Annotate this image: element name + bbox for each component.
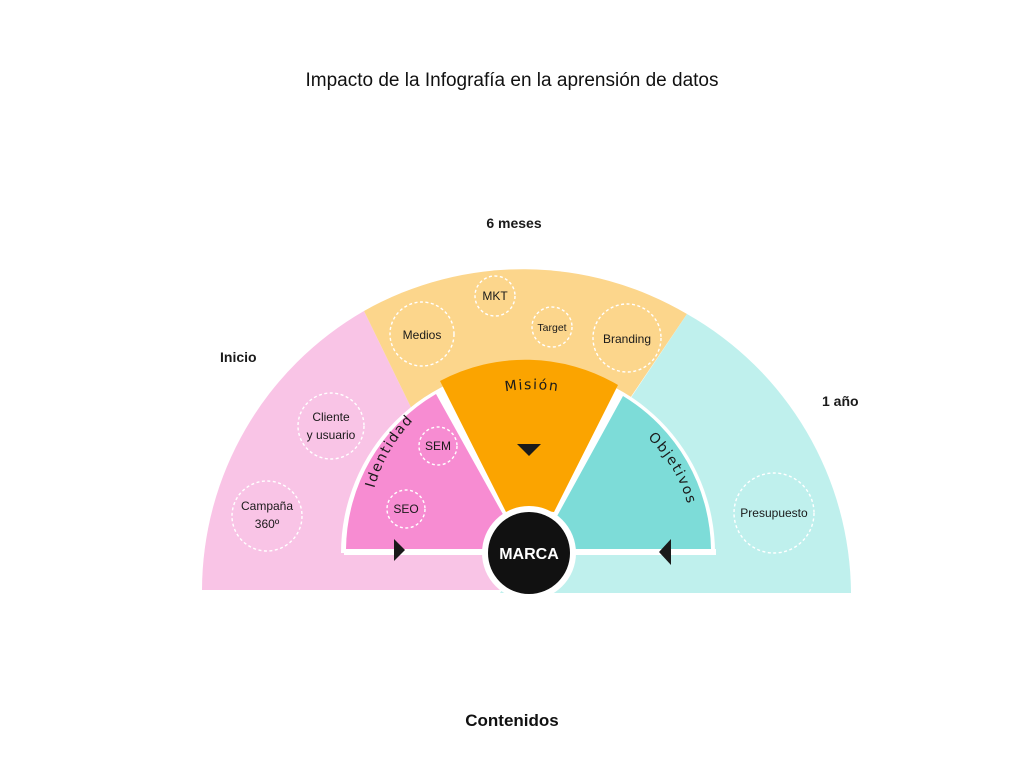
bubble-cliente-usuario: Cliente y usuario [297,392,365,460]
svg-text:Campaña: Campaña [241,499,293,513]
svg-text:SEM: SEM [425,439,451,453]
stage-label-1-ano: 1 año [822,393,859,409]
slide-title: Impacto de la Infografía en la aprensión… [305,70,719,91]
svg-text:Cliente: Cliente [312,410,350,424]
stage-label-6-meses: 6 meses [486,215,541,231]
bubble-target: Target [531,306,573,348]
inner-segment-objetivos [556,396,711,549]
core-label: MARCA [499,546,559,563]
slide-footer: Contenidos [465,711,559,730]
svg-text:Presupuesto: Presupuesto [740,506,808,520]
bubble-mkt: MKT [474,275,516,317]
bubble-branding: Branding [592,303,662,373]
svg-text:y usuario: y usuario [307,428,356,442]
triangle-left-icon [659,539,671,565]
stage-label-inicio: Inicio [220,349,257,365]
svg-text:360º: 360º [255,517,280,531]
inner-segment-mision [440,359,618,512]
triangle-right-icon [394,539,405,561]
ring-label-mision: Misión [504,377,561,395]
inner-segment-identidad [346,394,505,549]
bubble-medios: Medios [389,301,455,367]
svg-text:Branding: Branding [603,332,651,346]
bubble-presupuesto: Presupuesto [733,472,815,554]
triangle-down-icon [517,444,541,456]
svg-text:SEO: SEO [393,502,418,516]
svg-text:Target: Target [537,322,566,334]
svg-text:Medios: Medios [403,328,442,342]
bubble-campana-360: Campaña 360º [231,480,303,552]
bubble-seo: SEO [386,489,426,529]
core-circle [488,512,570,594]
svg-text:MKT: MKT [482,289,508,303]
bubble-sem: SEM [418,426,458,466]
